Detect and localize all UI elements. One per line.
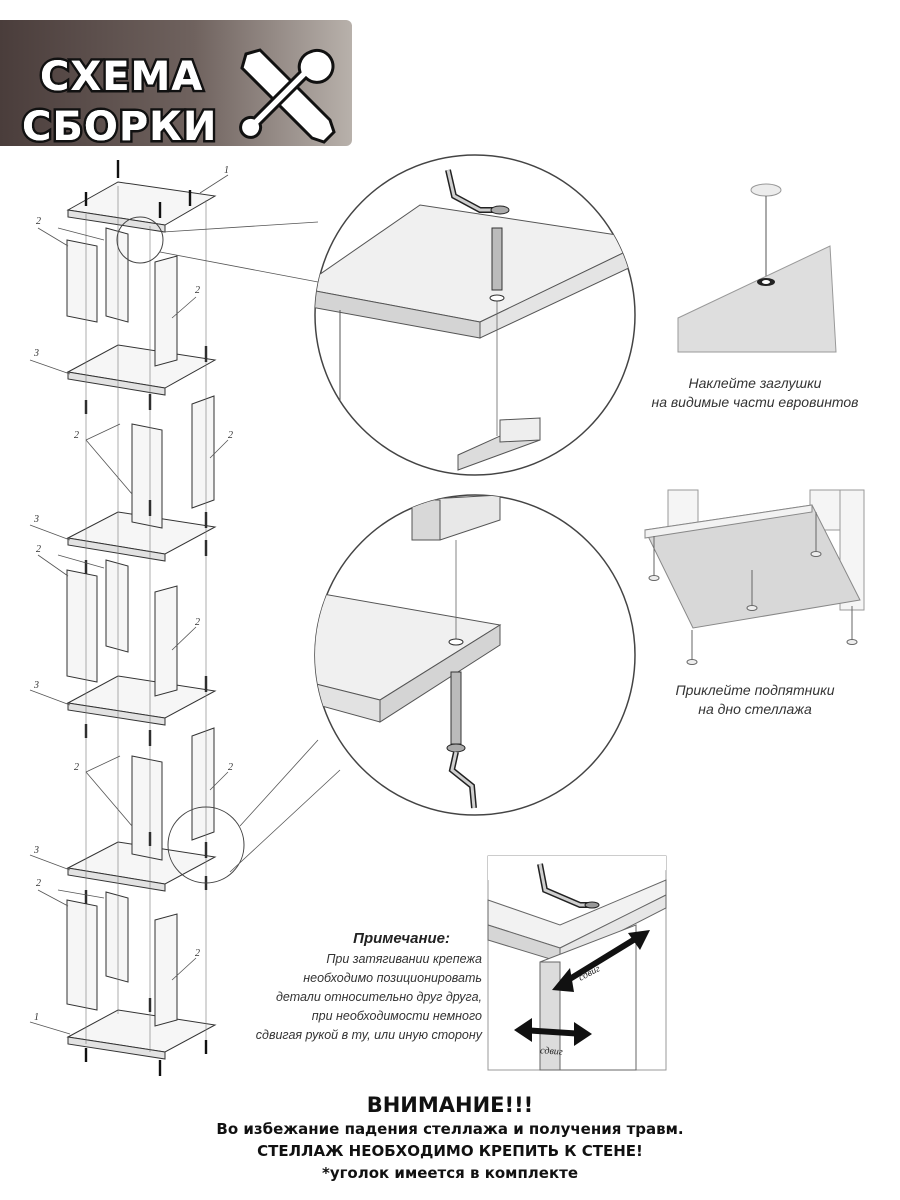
shelf-bottom [66,1009,217,1060]
label-middle-shelf: 3 [34,514,39,525]
warning-line-2: СТЕЛЛАЖ НЕОБХОДИМО КРЕПИТЬ К СТЕНЕ! [257,1142,643,1160]
label-side-panel: 2 [36,544,41,555]
label-middle-shelf: 3 [34,348,39,359]
shelf-middle-3 [66,675,217,726]
feet-caption: Приклейте подпятники на дно стеллажа [675,682,835,717]
tools-icon [239,48,336,144]
cap-illustration [677,183,837,353]
label-side-panel: 2 [195,948,200,959]
detail-marker-top [116,216,164,264]
shelf-middle-2 [66,511,217,562]
label-side-panel: 2 [36,216,41,227]
warning-line-1: Во избежание падения стеллажа и получени… [216,1120,684,1138]
banner-title-line2: СБОРКИ [19,102,218,153]
label-side-panel: 2 [74,430,79,441]
caps-caption: Наклейте заглушки на видимые части евров… [651,375,859,410]
label-side-panel: 2 [195,285,200,296]
label-bottom-shelf: 1 [34,1012,39,1023]
shelf-middle-1 [66,344,217,396]
label-side-panel: 2 [228,762,233,773]
detail-circle-top [314,154,636,476]
banner-title-line1: СХЕМА [37,52,204,103]
label-side-panel: 2 [74,762,79,773]
detail-marker-bottom [167,806,245,884]
guide-lines [85,186,207,1052]
shelf-middle-4 [66,841,217,892]
title-banner: СХЕМА СБОРКИ [0,20,352,153]
label-side-panel: 2 [195,617,200,628]
warning-line-3: *уголок имеется в комплекте [321,1164,579,1182]
label-middle-shelf: 3 [34,680,39,691]
label-side-panel: 2 [228,430,233,441]
note-title: Примечание: [353,930,450,947]
leader-lines [29,174,229,1035]
warning-title: ВНИМАНИЕ!!! [366,1093,534,1117]
detail-circle-bottom [314,494,636,816]
shift-illustration [487,855,667,1071]
side-panels [66,227,215,1027]
label-side-panel: 2 [36,878,41,889]
label-top-shelf: 1 [224,165,229,176]
shift-label: сдвиг [539,1045,564,1058]
label-middle-shelf: 3 [34,845,39,856]
note-body: При затягивании крепежа необходимо позиц… [255,952,482,1042]
feet-illustration [644,489,865,665]
shelf-top [66,181,217,233]
